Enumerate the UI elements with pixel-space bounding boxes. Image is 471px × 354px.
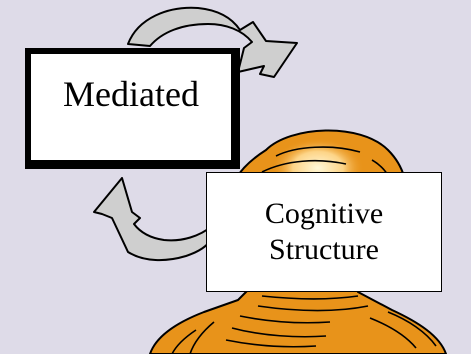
cognitive-structure-label: Cognitive Structure	[264, 197, 384, 266]
mediated-label: Mediated	[63, 74, 199, 114]
cognitive-structure-box: Cognitive Structure	[206, 172, 442, 292]
mediated-box: Mediated	[25, 48, 240, 169]
curved-arrow-icon	[93, 177, 213, 262]
curved-arrow-icon	[127, 6, 298, 78]
